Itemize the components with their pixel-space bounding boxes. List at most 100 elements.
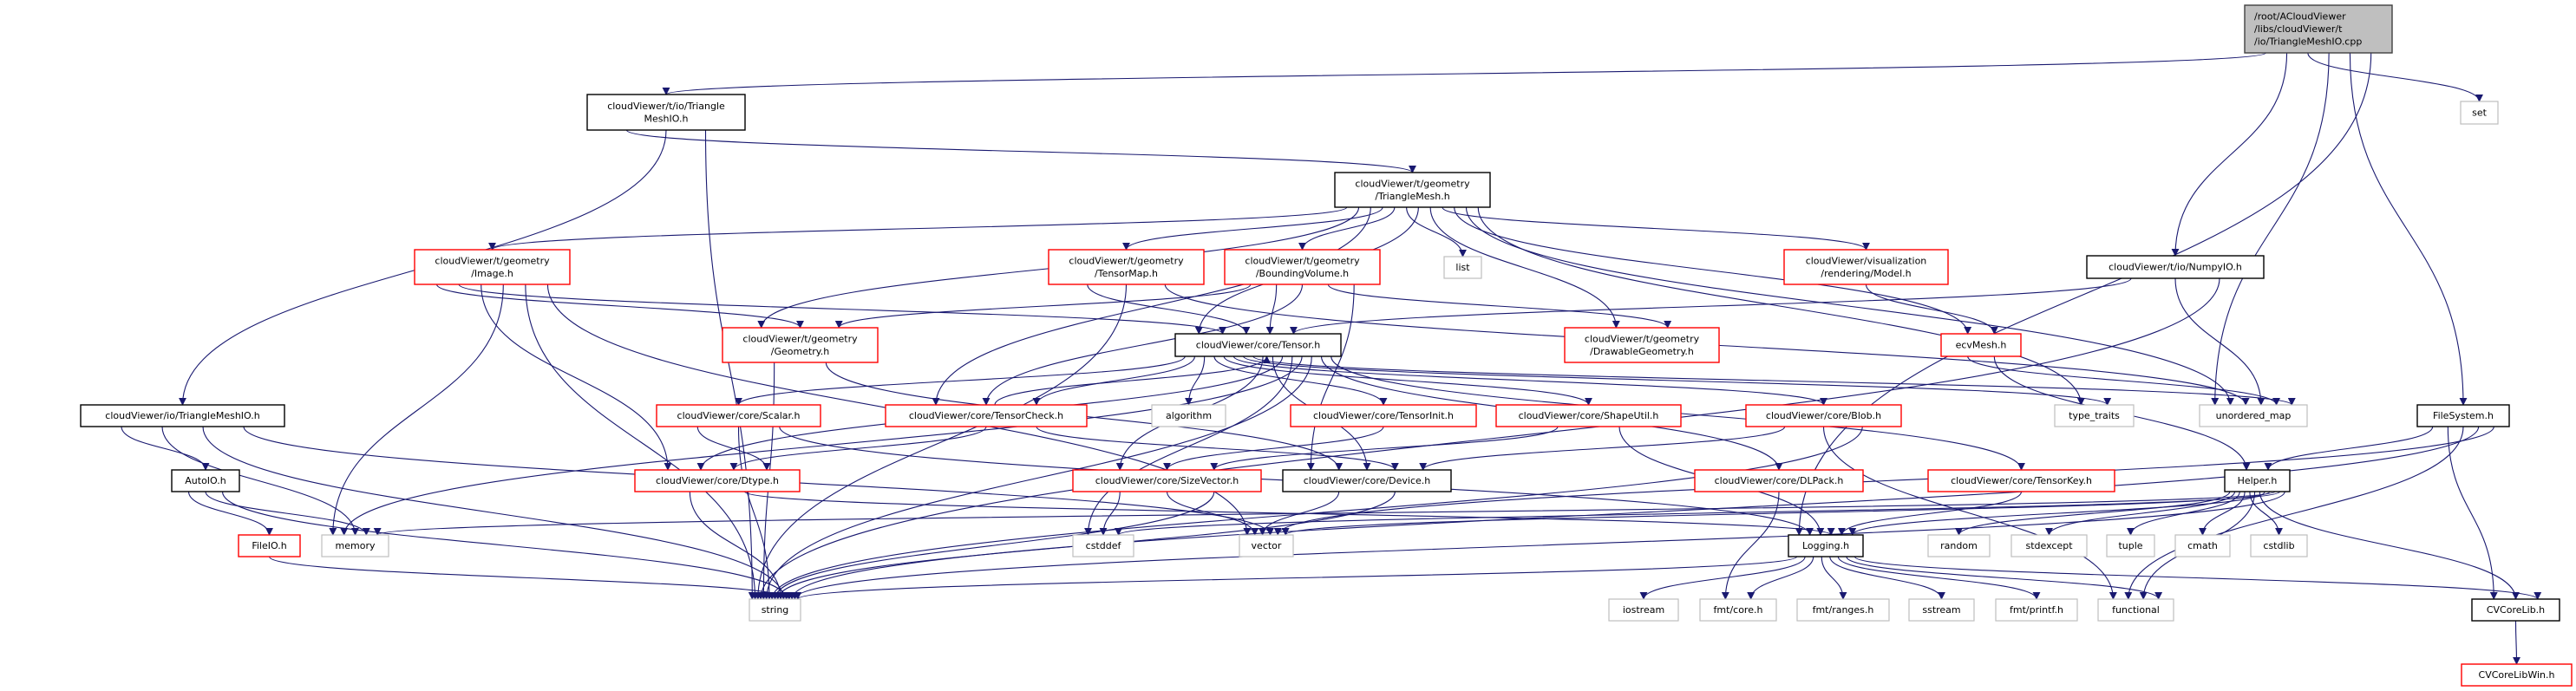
node-t-io-tmio[interactable]: cloudViewer/t/io/TriangleMeshIO.h <box>586 94 746 131</box>
node-device[interactable]: cloudViewer/core/Device.h <box>1282 469 1452 492</box>
node-box <box>2199 404 2308 427</box>
node-label: cloudViewer/t/geometry <box>435 255 550 266</box>
edge-tensor-to-tensorinit <box>1213 355 1388 406</box>
nodes-layer: /root/ACloudViewer/libs/cloudViewer/t/io… <box>80 4 2573 687</box>
node-label: /rendering/Model.h <box>1821 268 1911 279</box>
node-unordered-map: unordered_map <box>2199 404 2308 427</box>
node-label: cloudViewer/t/geometry <box>1245 255 1360 266</box>
node-box <box>1564 327 1720 363</box>
edge-numpyio-to-tensor <box>1290 277 2132 335</box>
node-label: sstream <box>1922 604 1960 616</box>
node-autoio[interactable]: AutoIO.h <box>171 469 240 492</box>
edge-io_tmio-to-string <box>202 426 788 600</box>
edge-image-to-tensor <box>458 284 1226 335</box>
node-bvol[interactable]: cloudViewer/t/geometry/BoundingVolume.h <box>1224 249 1381 285</box>
node-fileio[interactable]: FileIO.h <box>238 534 301 557</box>
edge-tensorkey-to-logging <box>1837 491 2023 536</box>
edge-tensor-to-cstddef <box>1084 355 1293 536</box>
node-sizevector[interactable]: cloudViewer/core/SizeVector.h <box>1072 469 1262 492</box>
node-blob[interactable]: cloudViewer/core/Blob.h <box>1745 404 1902 427</box>
edge-trimesh-to-image <box>488 206 1348 251</box>
node-image[interactable]: cloudViewer/t/geometry/Image.h <box>414 249 571 285</box>
node-box <box>1995 598 2078 622</box>
node-box <box>1334 172 1491 208</box>
node-trimesh[interactable]: cloudViewer/t/geometry/TriangleMesh.h <box>1334 172 1491 208</box>
node-geometry[interactable]: cloudViewer/t/geometry/Geometry.h <box>722 327 879 363</box>
edge-model-to-ecvmesh <box>1865 284 1998 335</box>
node-label: fmt/core.h <box>1714 604 1763 616</box>
node-label: ecvMesh.h <box>1956 340 2007 351</box>
node-dtype[interactable]: cloudViewer/core/Dtype.h <box>634 469 801 492</box>
node-filesystem[interactable]: FileSystem.h <box>2416 404 2510 427</box>
edge-tensor-to-unordered_map <box>1252 355 2296 406</box>
node-string: string <box>749 598 801 622</box>
edge-helper-to-cstddef <box>1115 491 2281 536</box>
node-algorithm: algorithm <box>1151 404 1226 427</box>
node-drawable[interactable]: cloudViewer/t/geometry/DrawableGeometry.… <box>1564 327 1720 363</box>
node-label: /BoundingVolume.h <box>1256 268 1349 279</box>
edge-tensor-to-blob <box>1232 355 1827 406</box>
node-label: cloudViewer/t/geometry <box>1355 178 1470 189</box>
node-cvcorelibwin[interactable]: CVCoreLibWin.h <box>2461 663 2573 687</box>
node-label: /DrawableGeometry.h <box>1590 346 1694 357</box>
node-numpyio[interactable]: cloudViewer/t/io/NumpyIO.h <box>2086 255 2265 279</box>
node-ecvmesh[interactable]: ecvMesh.h <box>1940 333 2022 357</box>
node-label: cloudViewer/core/Blob.h <box>1766 410 1881 421</box>
node-label: /io/TriangleMeshIO.cpp <box>2254 36 2362 48</box>
node-shapeutil[interactable]: cloudViewer/core/ShapeUtil.h <box>1495 404 1682 427</box>
node-box <box>1608 598 1679 622</box>
edge-scalar-to-string <box>737 426 774 600</box>
node-label: Logging.h <box>1802 540 1849 551</box>
node-box <box>1290 404 1477 427</box>
edge-autoio-to-string <box>221 491 791 600</box>
edge-trimesh-to-tensorcheck <box>932 206 1371 406</box>
node-label: cloudViewer/t/geometry <box>742 333 858 344</box>
edge-bvol-to-geometry <box>834 284 1252 329</box>
edge-tensor-to-memory <box>340 355 1303 536</box>
node-box <box>1940 333 2022 357</box>
node-io-tmio[interactable]: cloudViewer/io/TriangleMeshIO.h <box>80 404 285 427</box>
edge-image-to-dtype <box>481 284 672 471</box>
edge-autoio-to-memory <box>205 491 370 536</box>
node-label: vector <box>1252 540 1282 551</box>
node-box <box>586 94 746 131</box>
node-random: random <box>1927 534 1991 557</box>
node-fmt-ranges: fmt/ranges.h <box>1796 598 1890 622</box>
node-logging[interactable]: Logging.h <box>1788 534 1864 557</box>
edge-image-to-geometry <box>436 284 804 329</box>
edge-tensor-to-shapeutil <box>1223 355 1592 406</box>
edge-filesystem-to-vector <box>1273 426 2494 536</box>
node-label: stdexcept <box>2025 540 2073 551</box>
node-cvcorelib[interactable]: CVCoreLib.h <box>2471 598 2560 622</box>
node-label: memory <box>336 540 376 551</box>
edge-bvol-to-drawable <box>1327 284 1672 329</box>
node-label: type_traits <box>2069 410 2120 421</box>
node-tensormap[interactable]: cloudViewer/t/geometry/TensorMap.h <box>1048 249 1205 285</box>
edge-tensorcheck-to-dtype <box>729 426 987 471</box>
edge-numpyio-to-unordered_map <box>2174 277 2265 406</box>
node-label: CVCoreLib.h <box>2487 604 2545 616</box>
node-dlpack[interactable]: cloudViewer/core/DLPack.h <box>1694 469 1864 492</box>
edge-logging-to-fmt_printf <box>1837 556 2041 600</box>
node-model[interactable]: cloudViewer/visualization/rendering/Mode… <box>1783 249 1949 285</box>
node-box <box>1224 249 1381 285</box>
node-box <box>2416 404 2510 427</box>
node-label: /root/ACloudViewer <box>2254 11 2346 23</box>
node-tensor[interactable]: cloudViewer/core/Tensor.h <box>1174 333 1342 357</box>
node-cstddef: cstddef <box>1072 534 1134 557</box>
edge-blob-to-functional <box>1822 426 2117 600</box>
edge-tensorinit-to-sizevector <box>1163 426 1384 471</box>
node-scalar[interactable]: cloudViewer/core/Scalar.h <box>656 404 821 427</box>
node-tensorinit[interactable]: cloudViewer/core/TensorInit.h <box>1290 404 1477 427</box>
edge-fileio-to-string <box>268 556 794 600</box>
node-box <box>1788 534 1864 557</box>
node-box <box>2461 663 2573 687</box>
node-helper[interactable]: Helper.h <box>2224 469 2291 492</box>
edge-tensormap-to-tensor <box>1087 284 1251 335</box>
node-tensorcheck[interactable]: cloudViewer/core/TensorCheck.h <box>885 404 1088 427</box>
node-root[interactable]: /root/ACloudViewer/libs/cloudViewer/t/io… <box>2244 4 2393 54</box>
node-box <box>321 534 389 557</box>
node-tensorkey[interactable]: cloudViewer/core/TensorKey.h <box>1927 469 2115 492</box>
node-box <box>1745 404 1902 427</box>
node-label: cstddef <box>1086 540 1122 551</box>
